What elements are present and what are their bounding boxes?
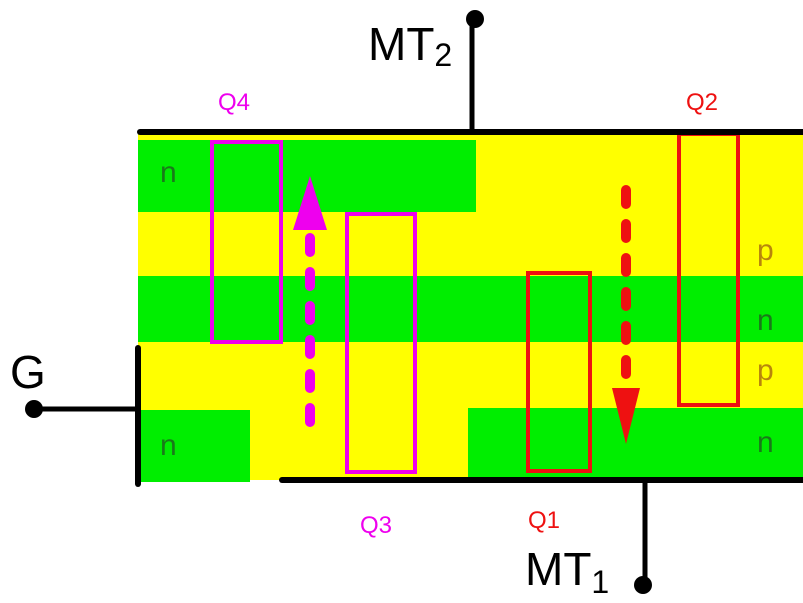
mt2-terminal-dot — [466, 10, 484, 28]
region-labels: n p n p n n — [160, 156, 774, 462]
q4-box — [210, 140, 283, 344]
q4-label: Q4 — [218, 89, 250, 116]
transistor-labels: Q4 Q2 Q3 Q1 — [218, 89, 718, 539]
n-label-bottom-left: n — [160, 429, 177, 462]
mt2-label-base: MT — [368, 18, 434, 70]
gate-label: G — [10, 346, 46, 398]
gate-terminal-dot — [25, 400, 43, 418]
electrodes — [25, 10, 803, 594]
semiconductor-layers — [138, 132, 803, 482]
current-arrows — [293, 176, 640, 444]
q1-label: Q1 — [528, 507, 560, 534]
mt1-label-subscript: 1 — [591, 564, 609, 598]
q1-box — [526, 271, 592, 473]
terminal-labels: MT2 MT1 G — [10, 18, 609, 600]
transistor-boxes — [210, 132, 740, 474]
mt2-label: MT2 — [368, 18, 452, 73]
n-region-bottom-left — [138, 410, 250, 482]
up-arrow-head — [293, 176, 327, 230]
mt1-label-base: MT — [525, 543, 591, 595]
mt1-terminal-dot — [634, 576, 652, 594]
q3-label: Q3 — [360, 512, 392, 539]
mt2-label-subscript: 2 — [434, 37, 452, 73]
mt1-label: MT1 — [525, 543, 609, 598]
q3-box — [345, 212, 417, 474]
down-arrow-head — [612, 388, 640, 444]
n-region-bottom-right — [468, 408, 803, 478]
q2-label: Q2 — [686, 89, 718, 116]
n-layer-middle — [138, 276, 803, 342]
p-label-lower: p — [757, 354, 774, 387]
n-label-middle: n — [757, 304, 774, 337]
n-label-bottom-right: n — [757, 426, 774, 459]
n-label-top-left: n — [160, 156, 177, 189]
p-label-upper: p — [757, 234, 774, 267]
